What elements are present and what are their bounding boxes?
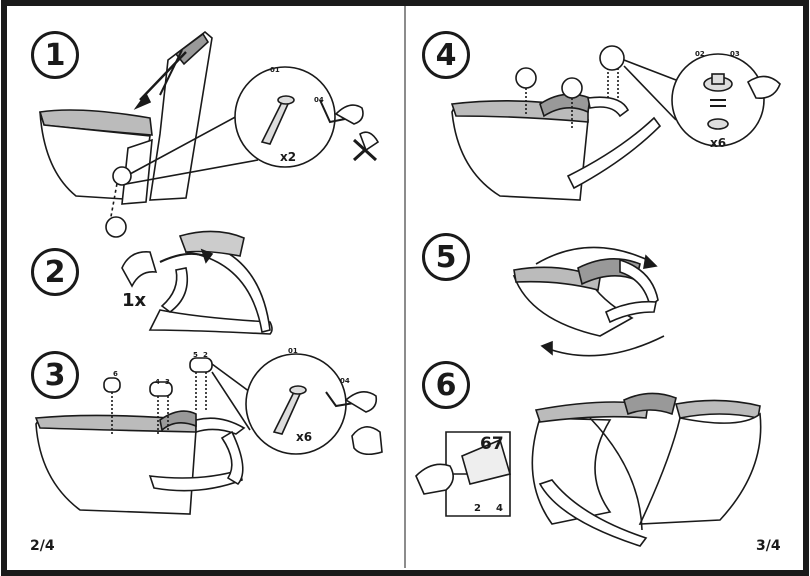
step-6-number: 6 <box>422 361 470 409</box>
footer-left-page: 2/4 <box>30 538 55 554</box>
step1-qty: x2 <box>280 150 297 164</box>
step6-page-4: 4 <box>496 503 503 514</box>
step3-part-b: 04 <box>340 377 350 385</box>
step6-page-2: 2 <box>474 503 481 514</box>
step-2-number: 2 <box>31 248 79 296</box>
step4-illustration <box>450 45 781 201</box>
step1-illustration <box>38 30 380 238</box>
step3-part-a: 01 <box>288 347 298 355</box>
step5-illustration <box>512 246 665 357</box>
step2-illustration <box>121 230 273 335</box>
step3-hole-2: 2 <box>203 351 208 359</box>
step4-qty: x6 <box>710 136 727 150</box>
step3-illustration <box>34 353 383 515</box>
step2-qty: 1x <box>122 290 147 311</box>
step4-part-b: 03 <box>730 50 740 58</box>
step3-hole-4: 4 <box>155 378 160 386</box>
step1-part-b: 04 <box>314 96 324 104</box>
step3-hole-6: 6 <box>113 370 118 378</box>
step3-qty: x6 <box>296 430 313 444</box>
footer-right-page: 3/4 <box>756 538 781 554</box>
step-5-number: 5 <box>422 233 470 281</box>
step-3-number: 3 <box>31 351 79 399</box>
step1-part-a: 01 <box>270 66 280 74</box>
step-4-number: 4 <box>422 31 470 79</box>
step4-part-a: 02 <box>695 50 705 58</box>
step6-page-ref: 67 <box>480 434 504 454</box>
step-1-number: 1 <box>31 31 79 79</box>
step6-illustration <box>415 392 762 547</box>
step3-hole-3: 3 <box>165 378 170 386</box>
step3-hole-5: 5 <box>193 351 198 359</box>
